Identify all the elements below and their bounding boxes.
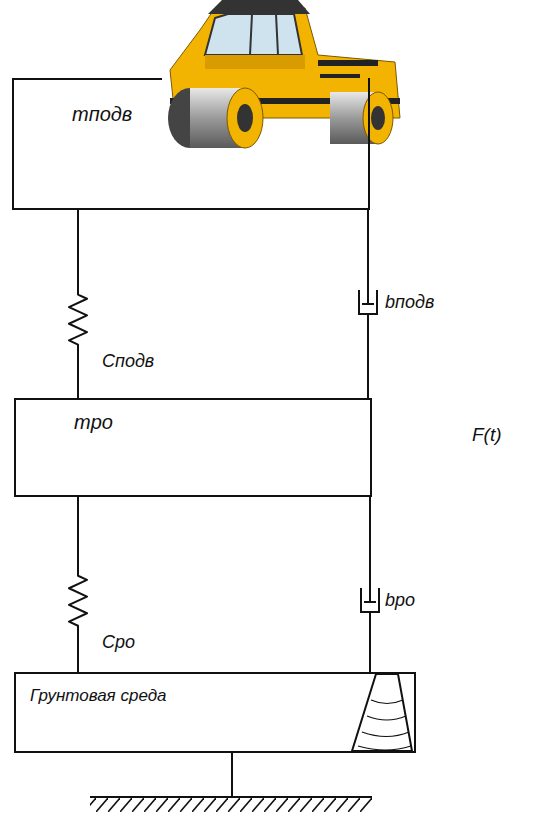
damping-label: bро	[383, 590, 417, 612]
force-label: F(t)	[472, 424, 502, 447]
spring	[69, 210, 87, 398]
soil-medium-box: Грунтовая среда	[14, 672, 416, 753]
damper	[359, 210, 377, 398]
node-label: mподв	[72, 102, 132, 126]
box-top-line	[12, 78, 162, 80]
road-roller	[168, 0, 400, 148]
mass-box: mро	[14, 398, 372, 497]
node-label: mро	[74, 410, 113, 434]
ground-support	[90, 753, 372, 812]
compaction-zone	[352, 674, 412, 751]
stiffness-label: Cро	[100, 632, 137, 654]
stiffness-label: Cподв	[100, 351, 156, 373]
mass-box: mподв	[12, 78, 370, 210]
node-label: Грунтовая среда	[30, 686, 167, 706]
spring	[69, 497, 87, 672]
damper	[361, 497, 379, 672]
damping-label: bподв	[383, 292, 436, 314]
